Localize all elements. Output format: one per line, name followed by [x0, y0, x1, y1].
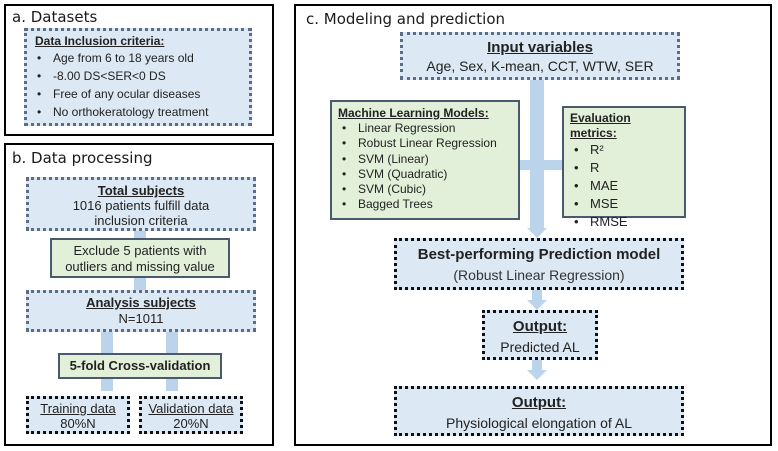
- metric-item: R²: [568, 141, 680, 159]
- input-variables-values: Age, Sex, K-mean, CCT, WTW, SER: [426, 58, 654, 74]
- output-elongation-value: Physiological elongation of AL: [445, 415, 633, 431]
- training-data-header: Training data: [40, 401, 116, 416]
- arrow: [532, 360, 542, 372]
- metric-item: MSE: [568, 195, 680, 213]
- ml-model-item: SVM (Linear): [336, 152, 514, 167]
- best-model-value: (Robust Linear Regression): [453, 267, 625, 283]
- validation-data-header: Validation data: [148, 401, 234, 416]
- arrow: [527, 370, 547, 380]
- ml-model-item: SVM (Cubic): [336, 182, 514, 197]
- exclusion-line1: Exclude 5 patients with: [73, 243, 207, 258]
- panel-data-processing: b. Data processing Total subjects 1016 p…: [4, 143, 274, 446]
- total-subjects-line2: inclusion criteria: [94, 213, 188, 228]
- arrow: [101, 332, 113, 354]
- metric-item: RMSE: [568, 213, 680, 231]
- ml-models-header: Machine Learning Models:: [338, 106, 489, 120]
- validation-data-box: Validation data 20%N: [139, 396, 243, 434]
- validation-data-value: 20%N: [173, 416, 209, 431]
- inclusion-criteria-list: Age from 6 to 18 years old -8.00 DS<SER<…: [31, 51, 245, 120]
- arrow: [530, 80, 544, 228]
- arrow: [101, 379, 113, 391]
- panel-datasets-title: a. Datasets: [12, 8, 98, 26]
- ml-model-item: Linear Regression: [336, 121, 514, 136]
- cross-validation-label: 5-fold Cross-validation: [69, 358, 211, 373]
- panel-datasets: a. Datasets Data Inclusion criteria: Age…: [4, 4, 274, 136]
- arrow: [166, 379, 178, 391]
- ml-model-item: SVM (Quadratic): [336, 167, 514, 182]
- arrow: [532, 290, 542, 302]
- inclusion-criteria-box: Data Inclusion criteria: Age from 6 to 1…: [24, 28, 252, 126]
- output-elongation-box: Output: Physiological elongation of AL: [394, 386, 684, 436]
- ml-models-box: Machine Learning Models: Linear Regressi…: [330, 100, 520, 220]
- output-predicted-header: Output:: [512, 318, 568, 335]
- total-subjects-header: Total subjects: [97, 183, 185, 198]
- evaluation-metrics-header: Evaluation metrics:: [570, 111, 631, 140]
- arrow: [527, 300, 547, 310]
- arrow: [527, 228, 547, 238]
- arrow: [166, 332, 178, 354]
- input-variables-header: Input variables: [487, 39, 593, 56]
- analysis-subjects-header: Analysis subjects: [86, 295, 196, 310]
- metric-item: R: [568, 159, 680, 177]
- cross-validation-box: 5-fold Cross-validation: [58, 353, 222, 379]
- arrow: [134, 231, 146, 239]
- best-model-box: Best-performing Prediction model (Robust…: [394, 238, 684, 290]
- analysis-subjects-value: N=1011: [118, 311, 164, 326]
- training-data-value: 80%N: [60, 416, 96, 431]
- exclusion-box: Exclude 5 patients with outliers and mis…: [50, 238, 230, 278]
- total-subjects-line1: 1016 patients fulfill data: [72, 198, 210, 213]
- best-model-header: Best-performing Prediction model: [417, 246, 661, 263]
- arrow: [514, 160, 562, 170]
- ml-model-item: Robust Linear Regression: [336, 136, 514, 151]
- criteria-item: Free of any ocular diseases: [31, 87, 245, 102]
- criteria-item: No orthokeratology treatment: [31, 105, 245, 120]
- ml-model-item: Bagged Trees: [336, 197, 514, 212]
- total-subjects-box: Total subjects 1016 patients fulfill dat…: [26, 177, 256, 231]
- inclusion-criteria-header: Data Inclusion criteria:: [35, 34, 165, 48]
- panel-modeling-title: c. Modeling and prediction: [306, 10, 506, 28]
- analysis-subjects-box: Analysis subjects N=1011: [26, 290, 256, 332]
- panel-modeling: c. Modeling and prediction Input variabl…: [294, 4, 772, 446]
- panel-data-processing-title: b. Data processing: [12, 149, 153, 167]
- ml-models-list: Linear Regression Robust Linear Regressi…: [336, 121, 514, 212]
- criteria-item: -8.00 DS<SER<0 DS: [31, 69, 245, 84]
- evaluation-metrics-list: R² R MAE MSE RMSE: [568, 141, 680, 231]
- arrow: [134, 278, 146, 290]
- output-elongation-header: Output:: [511, 394, 567, 411]
- output-predicted-value: Predicted AL: [500, 339, 580, 355]
- evaluation-metrics-box: Evaluation metrics: R² R MAE MSE RMSE: [562, 106, 686, 231]
- metric-item: MAE: [568, 177, 680, 195]
- input-variables-box: Input variables Age, Sex, K-mean, CCT, W…: [400, 32, 680, 80]
- criteria-item: Age from 6 to 18 years old: [31, 51, 245, 66]
- exclusion-line2: outliers and missing value: [65, 259, 215, 274]
- output-predicted-box: Output: Predicted AL: [482, 310, 598, 360]
- training-data-box: Training data 80%N: [26, 396, 130, 434]
